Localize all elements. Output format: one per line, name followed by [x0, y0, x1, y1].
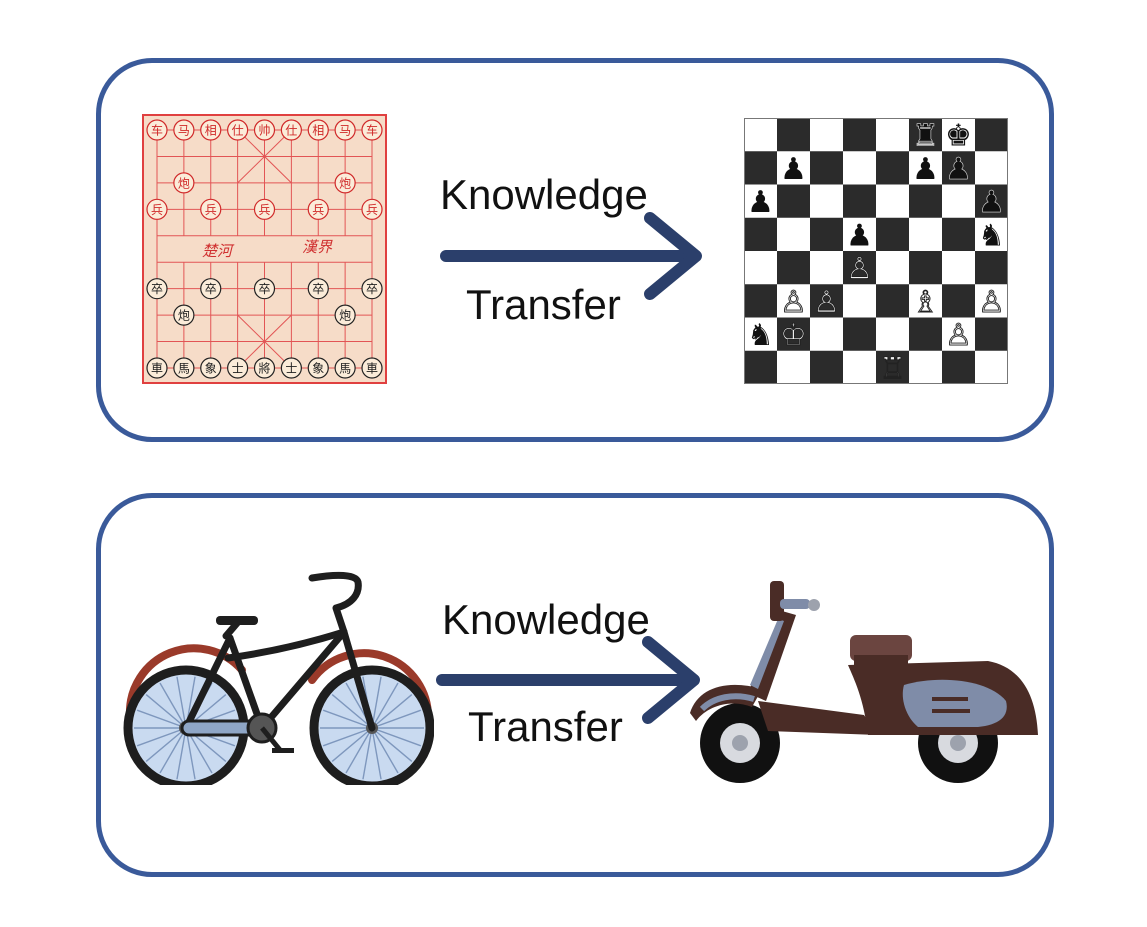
- xiangqi-piece: 仕: [280, 119, 302, 141]
- arrow-label-knowledge-1: Knowledge: [440, 171, 648, 218]
- xiangqi-piece: 炮: [334, 304, 356, 326]
- svg-text:仕: 仕: [285, 124, 297, 138]
- chess-piece: ♜: [912, 119, 939, 154]
- xiangqi-piece: 帅: [253, 119, 276, 141]
- svg-text:兵: 兵: [205, 203, 217, 217]
- xiangqi-piece: 相: [200, 119, 222, 141]
- xiangqi-piece: 卒: [253, 278, 276, 300]
- svg-text:士: 士: [232, 362, 244, 376]
- svg-text:帅: 帅: [258, 124, 270, 138]
- chess-piece: ♚: [945, 119, 972, 154]
- svg-text:兵: 兵: [258, 203, 270, 217]
- chess-piece: ♙: [813, 285, 840, 320]
- svg-text:士: 士: [285, 362, 297, 376]
- xiangqi-piece: 炮: [173, 304, 195, 326]
- xiangqi-river-right: 漢界: [302, 238, 333, 256]
- chess-piece: ♔: [780, 318, 807, 353]
- svg-text:相: 相: [205, 124, 217, 138]
- transfer-arrow-2: [436, 636, 700, 724]
- svg-text:兵: 兵: [151, 203, 163, 217]
- xiangqi-piece: 卒: [307, 278, 329, 300]
- bicycle-illustration: [123, 571, 434, 785]
- svg-text:车: 车: [151, 123, 163, 138]
- chess-piece: ♙: [846, 252, 873, 287]
- xiangqi-piece: 象: [200, 357, 222, 379]
- xiangqi-piece: 卒: [146, 278, 168, 300]
- xiangqi-board: 车马相仕帅仕相马车炮炮兵兵兵兵兵卒卒卒卒卒炮炮車馬象士將士象馬車 楚河 漢界: [142, 114, 387, 384]
- svg-text:相: 相: [312, 124, 324, 138]
- svg-text:象: 象: [205, 362, 217, 376]
- svg-text:炮: 炮: [339, 309, 351, 323]
- xiangqi-piece: 马: [334, 119, 356, 141]
- xiangqi-piece: 兵: [253, 198, 276, 220]
- svg-text:卒: 卒: [151, 282, 163, 296]
- xiangqi-river-left: 楚河: [202, 242, 235, 260]
- xiangqi-piece: 車: [146, 357, 168, 379]
- chess-piece: ♟: [978, 185, 1005, 220]
- chess-piece: ♟: [780, 152, 807, 187]
- xiangqi-piece: 马: [173, 119, 195, 141]
- transfer-arrow-1: [440, 212, 702, 300]
- xiangqi-piece: 兵: [200, 198, 222, 220]
- xiangqi-piece: 象: [307, 357, 329, 379]
- svg-text:卒: 卒: [312, 282, 324, 296]
- arrow-label-knowledge-2: Knowledge: [442, 596, 650, 643]
- xiangqi-piece: 炮: [173, 172, 195, 194]
- xiangqi-piece: 士: [280, 357, 302, 379]
- chess-piece: ♞: [747, 318, 774, 353]
- xiangqi-piece: 炮: [334, 172, 356, 194]
- svg-text:马: 马: [339, 124, 351, 138]
- svg-text:車: 車: [151, 362, 163, 376]
- svg-text:卒: 卒: [205, 282, 217, 296]
- svg-text:馬: 馬: [339, 362, 351, 376]
- svg-text:卒: 卒: [366, 282, 378, 296]
- xiangqi-piece: 车: [361, 119, 383, 141]
- xiangqi-piece: 車: [361, 357, 383, 379]
- svg-text:炮: 炮: [178, 176, 190, 190]
- chess-piece: ♖: [879, 351, 906, 384]
- scooter-front-wheel: [700, 703, 780, 783]
- arrow-label-transfer-1: Transfer: [466, 281, 621, 328]
- xiangqi-piece: 馬: [173, 357, 195, 379]
- svg-text:兵: 兵: [312, 203, 324, 217]
- xiangqi-piece: 仕: [227, 119, 249, 141]
- chess-piece: ♟: [747, 185, 774, 220]
- svg-text:炮: 炮: [178, 309, 190, 323]
- xiangqi-piece: 卒: [361, 278, 383, 300]
- xiangqi-piece: 卒: [200, 278, 222, 300]
- chess-board: ♜♚♟♟♟♟♟♟♞♙♙♙♗♙♞♔♙♖: [744, 118, 1008, 384]
- xiangqi-piece: 兵: [307, 198, 329, 220]
- scooter-illustration: [690, 581, 1038, 783]
- svg-text:車: 車: [366, 362, 378, 376]
- svg-text:马: 马: [178, 124, 190, 138]
- chess-piece: ♟: [912, 152, 939, 187]
- xiangqi-piece: 车: [146, 119, 168, 141]
- chess-piece: ♟: [945, 152, 972, 187]
- arrow-label-transfer-2: Transfer: [468, 703, 623, 750]
- xiangqi-piece: 兵: [146, 198, 168, 220]
- chess-piece: ♙: [780, 285, 807, 320]
- svg-text:车: 车: [366, 123, 378, 138]
- xiangqi-piece: 馬: [334, 357, 356, 379]
- svg-text:象: 象: [312, 362, 324, 376]
- chess-piece: ♙: [978, 285, 1005, 320]
- svg-text:炮: 炮: [339, 176, 351, 190]
- svg-text:馬: 馬: [178, 362, 190, 376]
- chess-piece: ♟: [846, 218, 873, 253]
- svg-text:兵: 兵: [366, 203, 378, 217]
- svg-text:將: 將: [258, 361, 270, 376]
- xiangqi-piece: 兵: [361, 198, 383, 220]
- svg-text:仕: 仕: [232, 124, 244, 138]
- xiangqi-piece: 將: [253, 357, 276, 379]
- xiangqi-piece: 相: [307, 119, 329, 141]
- svg-text:卒: 卒: [258, 282, 270, 296]
- chess-piece: ♙: [945, 318, 972, 353]
- chess-piece: ♗: [912, 285, 939, 320]
- chess-piece: ♞: [978, 218, 1005, 253]
- xiangqi-piece: 士: [227, 357, 249, 379]
